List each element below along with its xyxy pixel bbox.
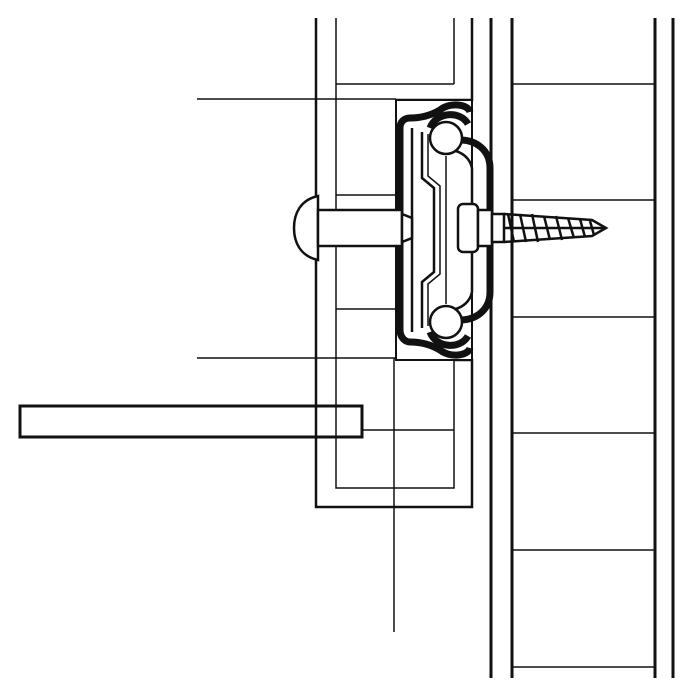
bolt-icon [292, 194, 414, 262]
screw-icon [490, 212, 609, 244]
mounting-nut [456, 202, 480, 254]
leader-lines [197, 98, 396, 632]
cabinet-side-panel [489, 18, 675, 678]
ball-bearing-icon [426, 111, 472, 349]
drawer-bottom-board [18, 404, 364, 439]
